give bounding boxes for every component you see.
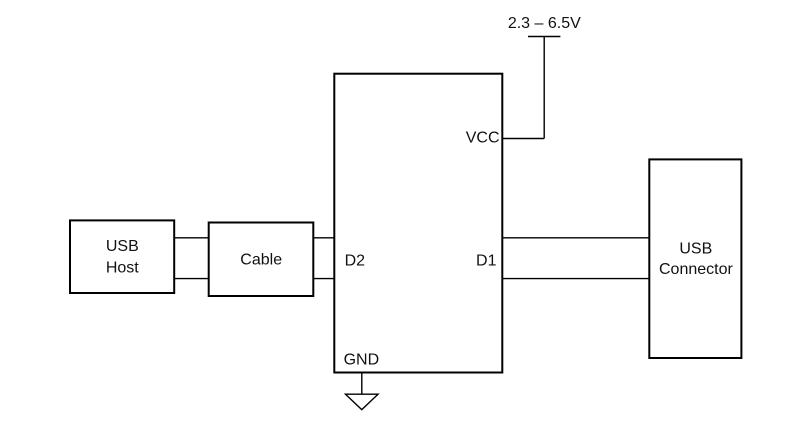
svg-text:USB: USB: [106, 238, 139, 255]
svg-text:2.3 – 6.5V: 2.3 – 6.5V: [508, 15, 581, 32]
svg-text:GND: GND: [344, 352, 380, 369]
svg-text:Connector: Connector: [659, 261, 733, 278]
svg-text:Cable: Cable: [240, 251, 282, 268]
svg-text:Host: Host: [106, 259, 139, 276]
svg-text:D1: D1: [476, 253, 497, 270]
svg-text:VCC: VCC: [466, 129, 500, 146]
svg-text:D2: D2: [345, 253, 366, 270]
svg-text:USB: USB: [679, 241, 712, 258]
